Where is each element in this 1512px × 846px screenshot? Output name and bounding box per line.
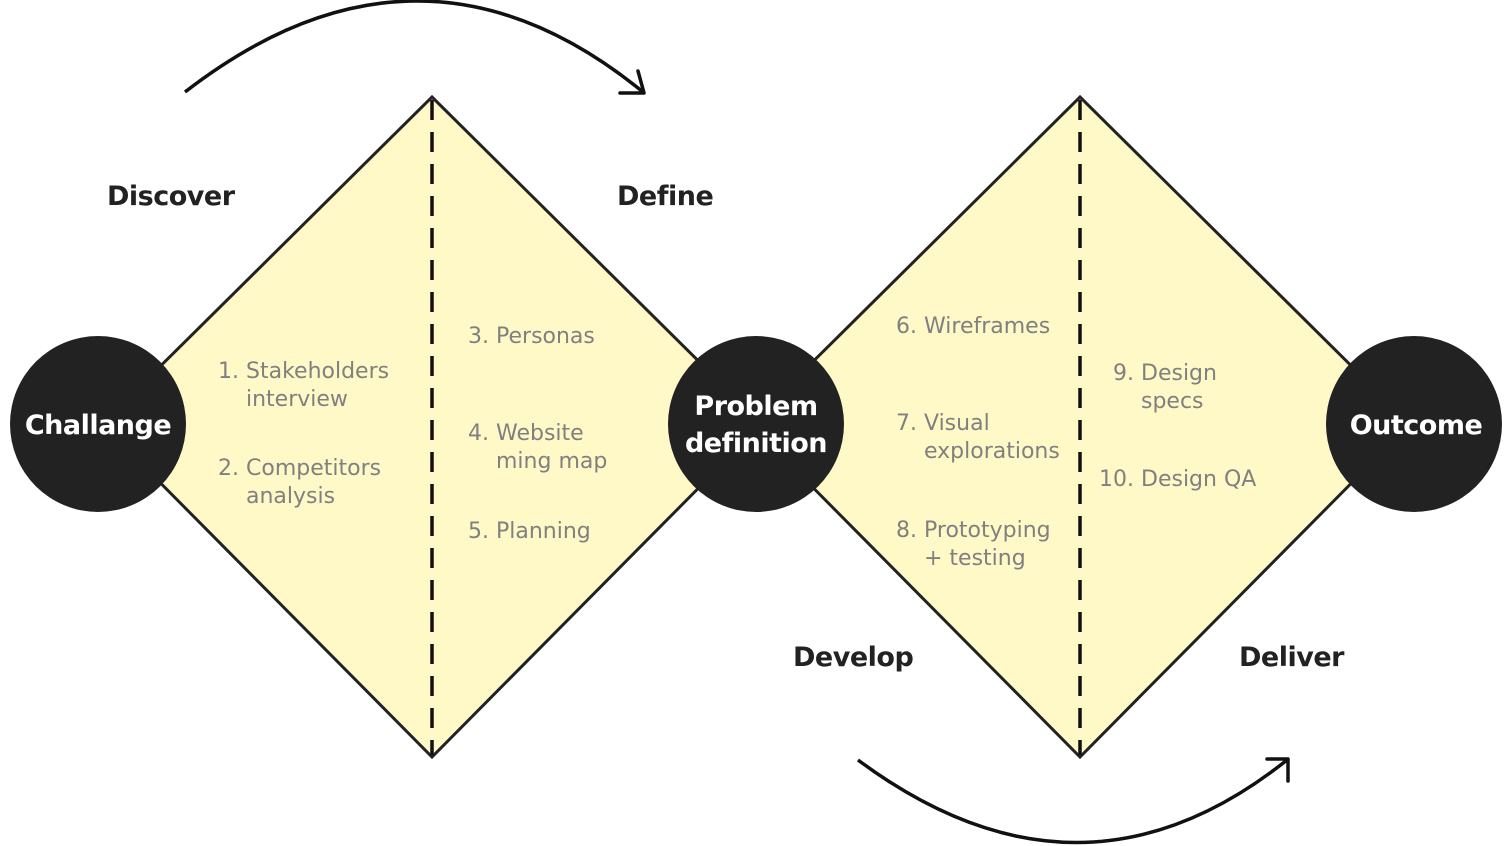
arrow-arc-bottom — [856, 758, 1289, 845]
step-item-6: 6. Wireframes — [896, 314, 1051, 339]
step-item-9: 9. Design specs — [1113, 361, 1217, 414]
step-item-4: 4. Website ming map — [468, 421, 608, 474]
step-item-1: 1. Stakeholders interview — [218, 359, 390, 412]
node-challange: Challange — [10, 336, 186, 512]
phase-label-discover: Discover — [107, 181, 235, 212]
node-problem-definition-label-line2: definition — [685, 428, 827, 459]
step-item-5: 5. Planning — [468, 519, 591, 544]
arrow-arc-top — [183, 0, 645, 94]
node-problem-definition-label-line1: Problem — [694, 391, 817, 422]
phase-label-define: Define — [617, 181, 714, 212]
phase-label-develop: Develop — [793, 642, 914, 673]
step-item-10: 10. Design QA — [1099, 467, 1257, 492]
step-item-3: 3. Personas — [468, 324, 595, 349]
phase-label-deliver: Deliver — [1239, 642, 1344, 673]
arrowhead-top-icon — [618, 69, 646, 95]
step-item-2: 2. Competitors analysis — [218, 456, 382, 509]
node-problem-definition: Problem definition — [668, 336, 844, 512]
node-challange-label: Challange — [25, 410, 171, 441]
step-item-7: 7. Visual explorations — [896, 411, 1060, 464]
node-outcome-label: Outcome — [1350, 410, 1483, 441]
node-outcome: Outcome — [1326, 336, 1502, 512]
step-item-8: 8. Prototyping + testing — [896, 518, 1051, 571]
arrowhead-bottom-icon — [1265, 757, 1290, 783]
